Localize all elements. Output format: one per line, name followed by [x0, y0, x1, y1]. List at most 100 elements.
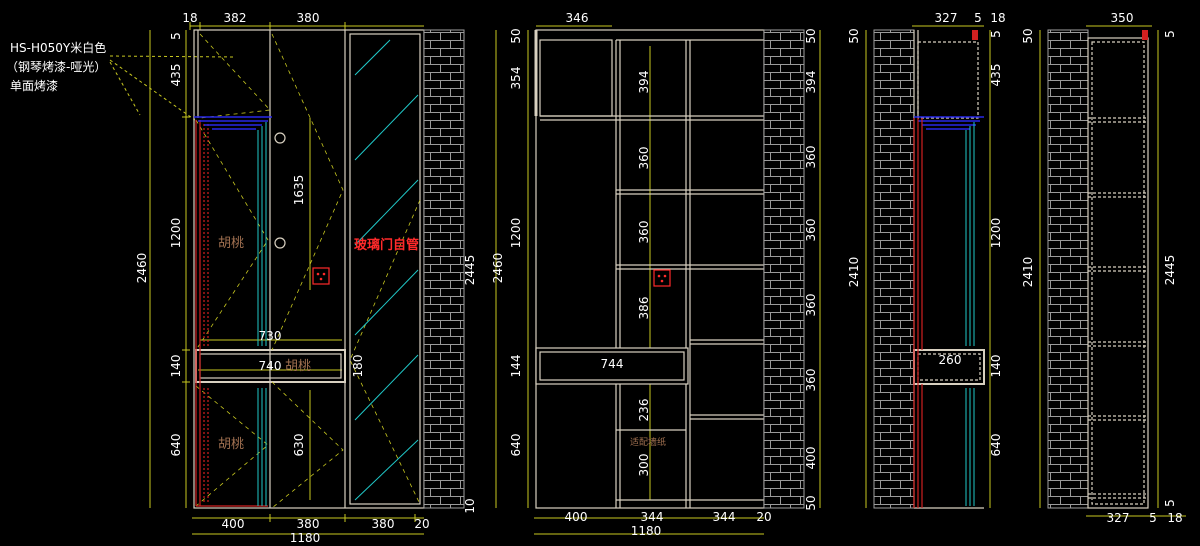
material-note: HS-H050Y米白色 （钢琴烤漆-哑光） 单面烤漆: [6, 40, 236, 121]
view1-bottom-dim-1: 400: [222, 517, 245, 531]
view3-left-dim: 50: [847, 28, 861, 43]
view1-overall-width: 1180: [290, 531, 321, 545]
view1-left-dim-1: 5: [169, 32, 183, 40]
view1-left-dim-4: 140: [169, 355, 183, 378]
view4-right-dim-2: 2445: [1163, 255, 1177, 286]
view1-brick-wall: [423, 29, 465, 509]
view4-bottom-dim-3: 18: [1167, 511, 1182, 525]
view3-top-dim-2: 5: [974, 11, 982, 25]
view4-right-dim-1: 5: [1163, 30, 1177, 38]
view1-bottom-dim-3: 380: [372, 517, 395, 531]
view4-dim-lines: [1039, 25, 1186, 517]
view1-door-swing: [195, 33, 421, 509]
view2-left-dim-1: 50: [509, 28, 523, 43]
view2-overall-width: 1180: [631, 524, 662, 538]
view3-right-dim-4: 140: [989, 355, 1003, 378]
view1-top-dim-1: 18: [182, 11, 197, 25]
view2-bottom-dim-4: 20: [756, 510, 771, 524]
view3-drawer-width: 260: [939, 353, 962, 367]
side-view-3: 327 5 18 50 2410 5 435 1200 140 640 260: [847, 11, 1006, 509]
elevation-view-2: 346 50 354 1200 144 640 2460 394 360 360…: [491, 11, 821, 538]
view3-top-dim-1: 327: [935, 11, 958, 25]
view3-brick-wall: [873, 29, 915, 509]
view1-blue-crown: [194, 116, 272, 130]
view1-walnut-panels: [195, 120, 268, 507]
view2-left-dim-4: 144: [509, 355, 523, 378]
view3-overall-height: 2410: [847, 257, 861, 288]
view2-right-dim-2: 394: [804, 71, 818, 94]
view2-right-dim-7: 400: [804, 447, 818, 470]
view1-inner-dim-180: 180: [351, 355, 365, 378]
view2-right-dim-6: 360: [804, 369, 818, 392]
view2-small-label: 适配墙纸: [630, 436, 666, 448]
view1-top-dim-3: 380: [297, 11, 320, 25]
view2-right-dim-4: 360: [804, 219, 818, 242]
view1-power-socket: [312, 267, 330, 285]
view2-power-socket: [653, 269, 671, 287]
view2-cabinet: [534, 29, 765, 509]
view1-left-dim-5: 640: [169, 434, 183, 457]
view3-right-dim-2: 435: [989, 64, 1003, 87]
view1-material-lower: 胡桃: [218, 437, 244, 452]
view4-brick-wall: [1047, 29, 1089, 509]
view3-cyan-panels: [965, 122, 975, 506]
view2-right-dim-5: 360: [804, 294, 818, 317]
view1-material-drawer: 胡桃: [285, 359, 311, 374]
view3-top-dim-3: 18: [990, 11, 1005, 25]
view3-dim-lines: [865, 25, 991, 508]
view2-left-dim-5: 640: [509, 434, 523, 457]
view2-overall-height: 2460: [491, 253, 505, 284]
note-line-1: HS-H050Y米白色: [10, 40, 106, 55]
view1-inner-dim-730: 730: [259, 329, 282, 343]
view1-bottom-dim-2: 380: [297, 517, 320, 531]
view2-drawer-width: 744: [601, 357, 624, 371]
view2-bottom-dim-3: 344: [713, 510, 736, 524]
view2-shelf-dim-5: 236: [637, 399, 651, 422]
view3-right-dim-3: 1200: [989, 218, 1003, 249]
view3-walnut-panels: [913, 118, 923, 508]
view2-shelf-dim-3: 360: [637, 221, 651, 244]
view2-shelf-dim-6: 300: [637, 454, 651, 477]
view1-inner-dim-740: 740: [259, 359, 282, 373]
view2-right-dim-8: 50: [804, 495, 818, 510]
note-line-2: （钢琴烤漆-哑光）: [6, 59, 106, 74]
view2-shelf-dim-4: 386: [637, 297, 651, 320]
view4-red-cap: [1142, 30, 1148, 40]
view2-right-dim-1: 50: [804, 28, 818, 43]
view3-right-dim-5: 640: [989, 434, 1003, 457]
view1-bottom-dim-4: 20: [414, 517, 429, 531]
view1-glass-door-label: 玻璃门自管: [354, 237, 419, 253]
view2-bottom-dim-1: 400: [565, 510, 588, 524]
view4-bottom-dim-1: 327: [1107, 511, 1130, 525]
view3-blue-crown: [914, 116, 984, 130]
view2-shelf-dim-2: 360: [637, 147, 651, 170]
view4-top-dim: 350: [1111, 11, 1134, 25]
view2-right-dim-3: 360: [804, 146, 818, 169]
view1-material-upper: 胡桃: [218, 236, 244, 251]
view1-left-dim-3: 1200: [169, 218, 183, 249]
elevation-view-1: 18 382 380 5 435 1200 140 640 2460 1635 …: [135, 11, 477, 545]
view1-cyan-panels: [257, 122, 267, 506]
view2-top-dim: 346: [566, 11, 589, 25]
view2-left-dim-3: 1200: [509, 218, 523, 249]
view4-left-dim: 50: [1021, 28, 1035, 43]
view1-right-dim-2445: 2445: [463, 255, 477, 286]
view3-red-cap: [972, 30, 978, 40]
view2-brick-wall: [763, 29, 805, 509]
view1-top-dim-2: 382: [224, 11, 247, 25]
view1-overall-height: 2460: [135, 253, 149, 284]
view1-left-dim-2: 435: [169, 64, 183, 87]
view1-right-dim-10: 10: [463, 498, 477, 513]
view1-glass-hatch: [354, 39, 419, 501]
view2-bottom-dim-2: 344: [641, 510, 664, 524]
view1-inner-dim-630: 630: [292, 434, 306, 457]
view1-inner-dim-1635: 1635: [292, 175, 306, 206]
view4-cabinet: [1087, 37, 1149, 509]
view4-right-dim-3: 5: [1163, 499, 1177, 507]
side-view-4: 350 50 2410 5 2445 5 327 5 18: [1021, 11, 1186, 525]
view2-left-dim-2: 354: [509, 67, 523, 90]
view2-shelf-dim-1: 394: [637, 71, 651, 94]
view3-right-dim-1: 5: [989, 30, 1003, 38]
view4-overall-height: 2410: [1021, 257, 1035, 288]
